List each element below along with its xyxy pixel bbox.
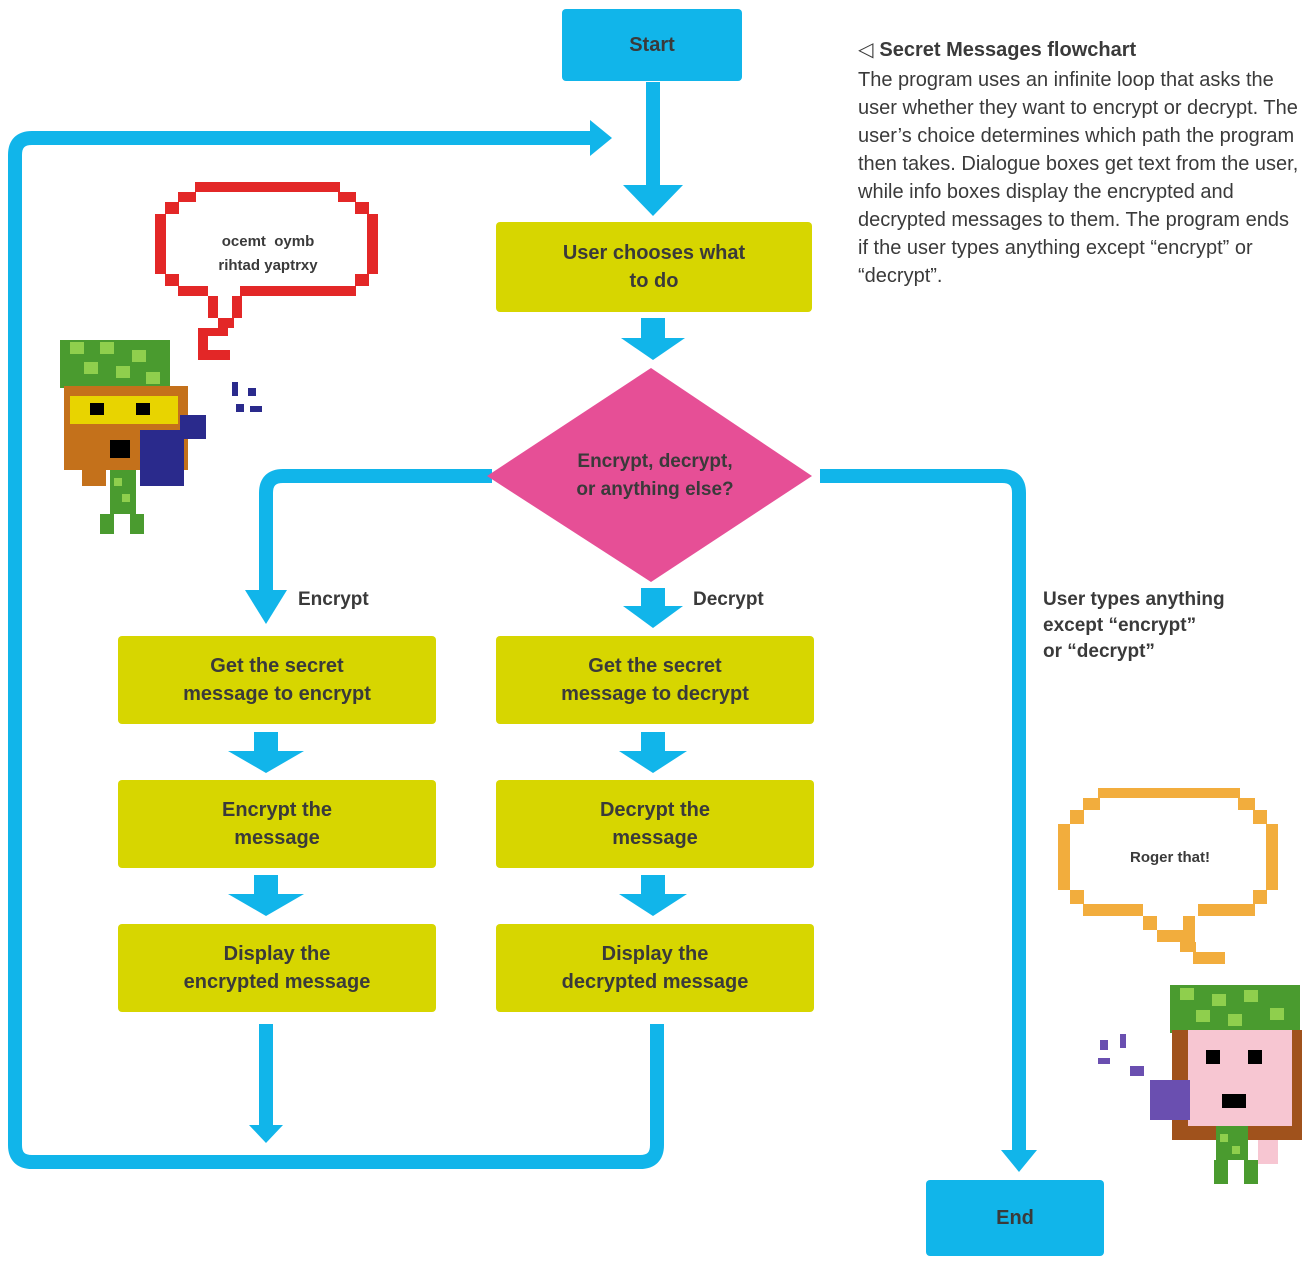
- end-node: End: [926, 1180, 1104, 1256]
- block-arrow: [228, 875, 304, 916]
- encrypt-branch-label: Encrypt: [298, 589, 369, 610]
- decision-label: Encrypt, decrypt, or anything else?: [510, 448, 800, 504]
- decrypt-node: Decrypt the message: [496, 780, 814, 868]
- other-arrowhead: [1001, 1150, 1037, 1172]
- start-label: Start: [629, 34, 675, 56]
- speech-left-text: ocemt oymb rihtad yaptrxy: [168, 230, 368, 278]
- start-arrowhead: [623, 185, 683, 216]
- other-line-2: except “encrypt”: [1043, 615, 1197, 636]
- display-encrypted-line-2: encrypted message: [183, 971, 371, 993]
- triangle-left-icon: ◁: [858, 39, 874, 61]
- caption: ◁Secret Messages flowchart The program u…: [858, 36, 1303, 290]
- encrypt-bottom-arrowhead: [249, 1125, 283, 1143]
- caption-body: The program uses an infinite loop that a…: [858, 69, 1299, 287]
- other-line-1: User types anything: [1043, 589, 1225, 610]
- display-decrypted-line-2: decrypted message: [561, 971, 749, 993]
- get-decrypt-line-2: message to decrypt: [561, 683, 749, 705]
- caption-title: Secret Messages flowchart: [879, 39, 1137, 61]
- other-branch-label: User types anything except “encrypt” or …: [1043, 587, 1293, 665]
- encrypt-arrowhead: [245, 590, 287, 624]
- display-decrypted-line-1: Display the: [601, 943, 709, 965]
- speech-right-text: Roger that!: [1130, 849, 1210, 866]
- block-arrow: [621, 318, 685, 360]
- speech-left-line-2: rihtad yaptrxy: [218, 257, 318, 274]
- loop-line: [8, 131, 664, 1169]
- encrypt-line-1: Encrypt the: [221, 799, 333, 821]
- encrypt-node: Encrypt the message: [118, 780, 436, 868]
- choose-line-2: to do: [629, 270, 679, 292]
- speech-bubble-right: [1058, 788, 1278, 964]
- block-arrow: [228, 732, 304, 773]
- block-arrow: [623, 588, 683, 628]
- pixel-character-left: [60, 340, 262, 534]
- right-branch-line: [820, 469, 1026, 1150]
- get-encrypt-line-1: Get the secret: [210, 655, 344, 677]
- block-arrow: [619, 732, 687, 773]
- block-arrow: [619, 875, 687, 916]
- get-encrypt-node: Get the secret message to encrypt: [118, 636, 436, 724]
- speech-bubble-left: [155, 182, 378, 360]
- display-decrypted-node: Display the decrypted message: [496, 924, 814, 1012]
- display-encrypted-node: Display the encrypted message: [118, 924, 436, 1012]
- get-decrypt-line-1: Get the secret: [588, 655, 722, 677]
- decision-line-1: Encrypt, decrypt,: [577, 451, 733, 472]
- display-encrypted-line-1: Display the: [223, 943, 331, 965]
- get-encrypt-line-2: message to encrypt: [183, 683, 371, 705]
- decrypt-line-2: message: [612, 827, 698, 849]
- start-node: Start: [562, 9, 742, 81]
- choose-line-1: User chooses what: [562, 242, 746, 264]
- decrypt-line-1: Decrypt the: [599, 799, 711, 821]
- decision-line-2: or anything else?: [576, 479, 734, 500]
- end-label: End: [996, 1207, 1034, 1229]
- decision-diamond: [487, 368, 812, 582]
- left-branch-line: [259, 469, 492, 590]
- other-line-3: or “decrypt”: [1043, 641, 1155, 662]
- pixel-character-right: [1098, 985, 1302, 1184]
- choose-node: User chooses what to do: [496, 222, 812, 312]
- decrypt-branch-label: Decrypt: [693, 589, 764, 610]
- loop-arrowhead: [590, 120, 612, 156]
- speech-left-line-1: ocemt oymb: [221, 233, 315, 250]
- get-decrypt-node: Get the secret message to decrypt: [496, 636, 814, 724]
- caption-title-row: ◁Secret Messages flowchart: [858, 36, 1303, 64]
- encrypt-line-2: message: [234, 827, 320, 849]
